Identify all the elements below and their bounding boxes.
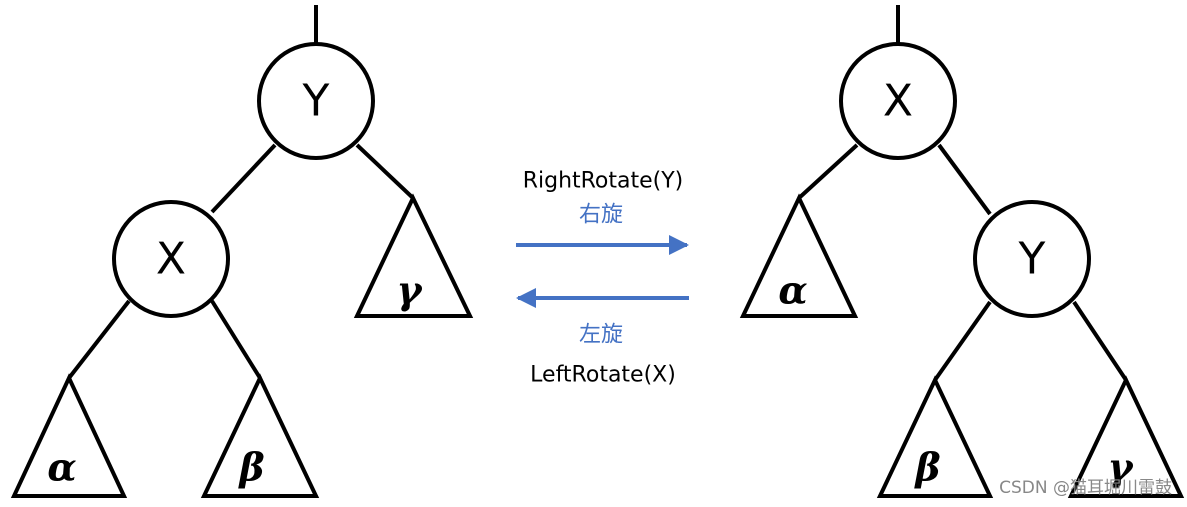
right-subtree-beta — [876, 375, 994, 498]
left-rotate-label: LeftRotate(X) — [530, 363, 676, 388]
right-tree — [739, 5, 1185, 498]
right-beta-label: β — [913, 445, 940, 490]
left-edge-x-alpha — [67, 299, 131, 380]
right-edge-x-alpha — [797, 143, 859, 200]
right-node-x — [839, 42, 957, 160]
right-node-x-label: X — [883, 76, 913, 127]
right-node-y — [973, 200, 1091, 318]
left-edge-x-beta — [210, 299, 262, 380]
left-subtree-gamma — [353, 193, 474, 318]
left-node-y-label: Y — [302, 76, 330, 127]
left-node-x — [112, 200, 230, 318]
right-edge-y-gamma — [1072, 300, 1128, 382]
right-subtree-gamma — [1067, 375, 1185, 498]
left-rotate-label-cn: 左旋 — [579, 323, 623, 348]
left-subtree-alpha — [10, 373, 128, 498]
left-node-x-label: X — [156, 234, 186, 285]
left-node-y — [257, 42, 375, 160]
left-edge-y-x — [210, 143, 277, 214]
left-tree — [10, 5, 474, 498]
left-subtree-beta — [200, 373, 320, 498]
watermark: CSDN @猫耳堀川雷鼓 — [999, 478, 1172, 498]
right-rotate-label: RightRotate(Y) — [523, 169, 684, 194]
right-subtree-alpha — [739, 193, 859, 318]
left-beta-label: β — [237, 445, 264, 490]
left-gamma-label: γ — [396, 268, 423, 313]
left-edge-y-gamma — [355, 143, 415, 200]
right-alpha-label: α — [778, 268, 807, 313]
right-node-y-label: Y — [1018, 234, 1046, 285]
right-gamma-label: γ — [1107, 445, 1134, 490]
right-edge-x-y — [937, 143, 992, 216]
right-edge-y-beta — [933, 300, 992, 382]
left-alpha-label: α — [47, 445, 76, 490]
right-rotate-label-cn: 右旋 — [579, 203, 623, 228]
